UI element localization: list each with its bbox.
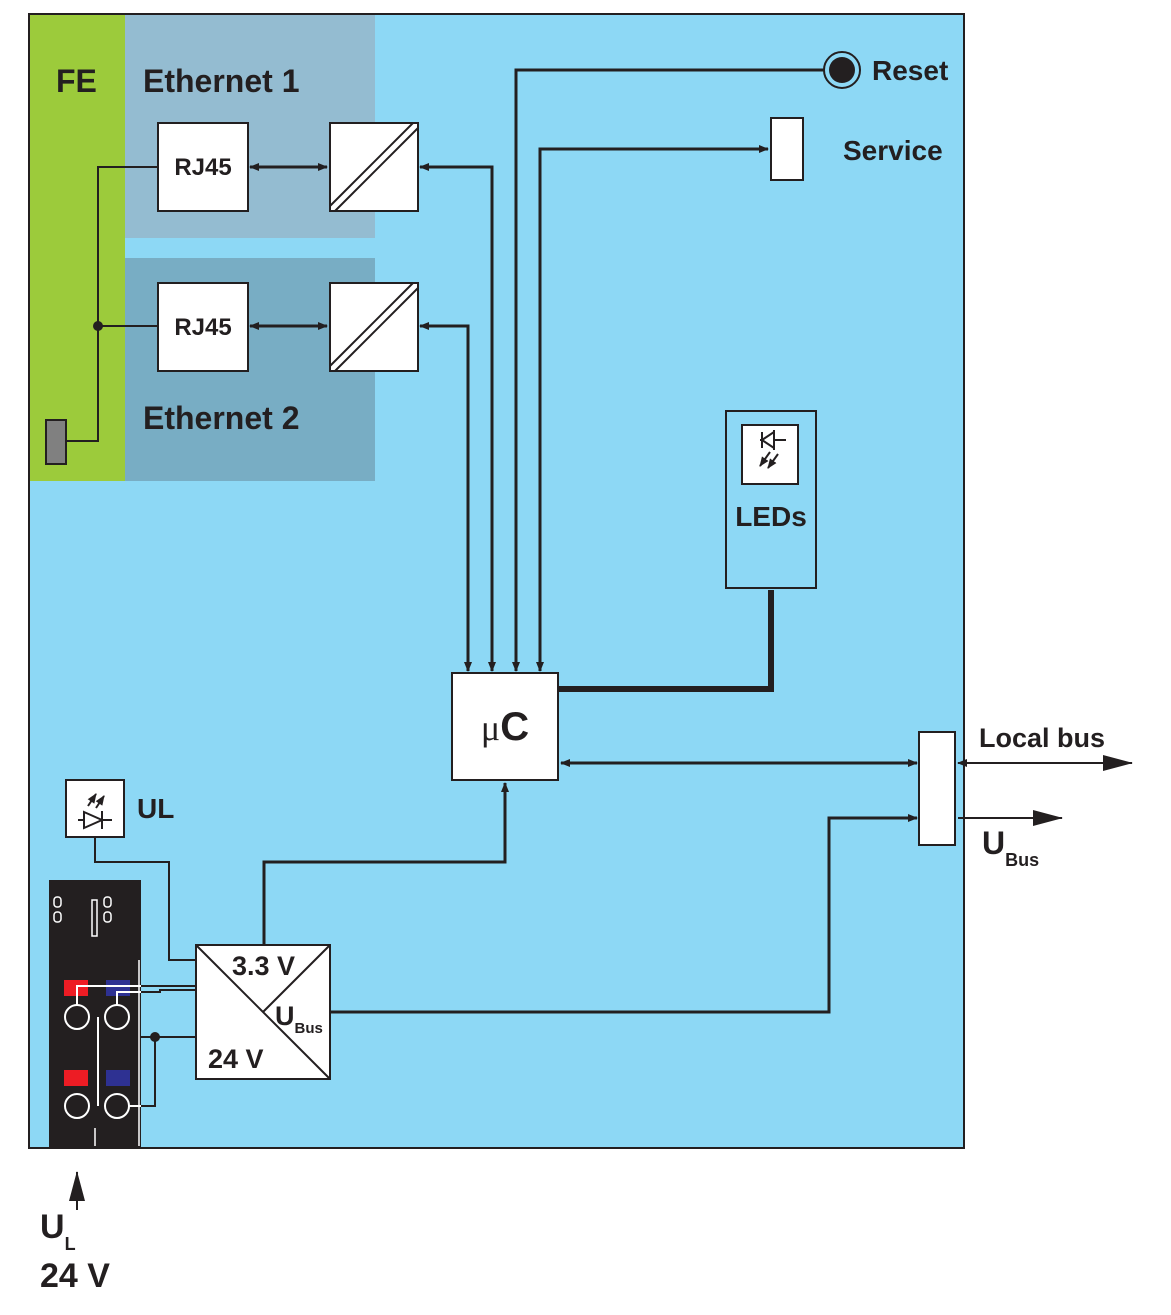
signal-converter-icon — [329, 282, 419, 372]
ubus-out-label: UBus — [982, 825, 1039, 870]
supply-wire-4 — [141, 1037, 156, 1107]
supply-wire-2 — [141, 989, 196, 993]
rj45-box-1 — [157, 122, 249, 212]
rj45-label-1: RJ45 — [174, 154, 231, 181]
fe-label: FE — [56, 63, 97, 99]
leds-label: LEDs — [735, 501, 807, 532]
ul-wire — [94, 837, 196, 961]
ubus-localbus-link — [330, 814, 918, 1014]
signal-converter-icon — [329, 122, 419, 212]
v33-uc-link — [262, 782, 509, 945]
ubus-out-sub: Bus — [1005, 850, 1039, 870]
service-uc-link — [536, 145, 769, 672]
ground-contact-icon — [45, 419, 67, 465]
reset-uc-link — [512, 68, 824, 672]
local-bus-connector — [918, 731, 956, 846]
terminal-red-2[interactable] — [64, 1070, 88, 1086]
rj45-label-2: RJ45 — [174, 314, 231, 341]
connector-wire-c — [116, 991, 141, 1005]
ubus-converter-main: U — [275, 1001, 295, 1031]
v24-input-label: 24 V — [40, 1257, 110, 1295]
microcontroller-mu: μ — [481, 708, 500, 748]
rj45-box-2 — [157, 282, 249, 372]
light-emitting-diode-icon — [65, 779, 125, 838]
power-connector-block — [49, 880, 141, 1148]
terminal-clamp-3 — [64, 1093, 90, 1119]
ethernet2-label: Ethernet 2 — [143, 400, 299, 436]
v33-label: 3.3 V — [232, 951, 295, 981]
ubus-converter-sub: Bus — [295, 1020, 323, 1037]
push-button-icon[interactable] — [823, 51, 861, 89]
ul-label: UL — [137, 793, 174, 824]
ubus-converter-label: UBus — [275, 1001, 323, 1037]
microcontroller-box — [451, 672, 559, 781]
supply-junction — [150, 1032, 160, 1042]
eth2-uc-link — [419, 322, 472, 672]
ubus-out-main: U — [982, 825, 1005, 861]
v24-converter-label: 24 V — [208, 1044, 264, 1074]
local-bus-label: Local bus — [979, 723, 1105, 753]
ul-input-main: U — [40, 1208, 65, 1246]
fe-junction — [93, 321, 103, 331]
ethernet1-label: Ethernet 1 — [143, 63, 299, 99]
microcontroller-c: C — [500, 705, 529, 749]
reset-label: Reset — [872, 55, 948, 86]
fe-strip — [30, 15, 125, 481]
leds-uc-link — [558, 590, 774, 692]
terminal-blue-2[interactable] — [106, 1070, 130, 1086]
power-converter-block — [195, 944, 331, 1080]
ul-input-label: UL — [40, 1208, 76, 1254]
eth1-uc-link — [419, 163, 496, 672]
light-emitting-diode-icon — [741, 424, 799, 485]
fe-wire — [66, 166, 158, 442]
ul-input-sub: L — [65, 1234, 76, 1254]
switch-icon[interactable] — [770, 117, 804, 181]
microcontroller-label: μC — [481, 705, 529, 749]
service-label: Service — [843, 135, 943, 166]
